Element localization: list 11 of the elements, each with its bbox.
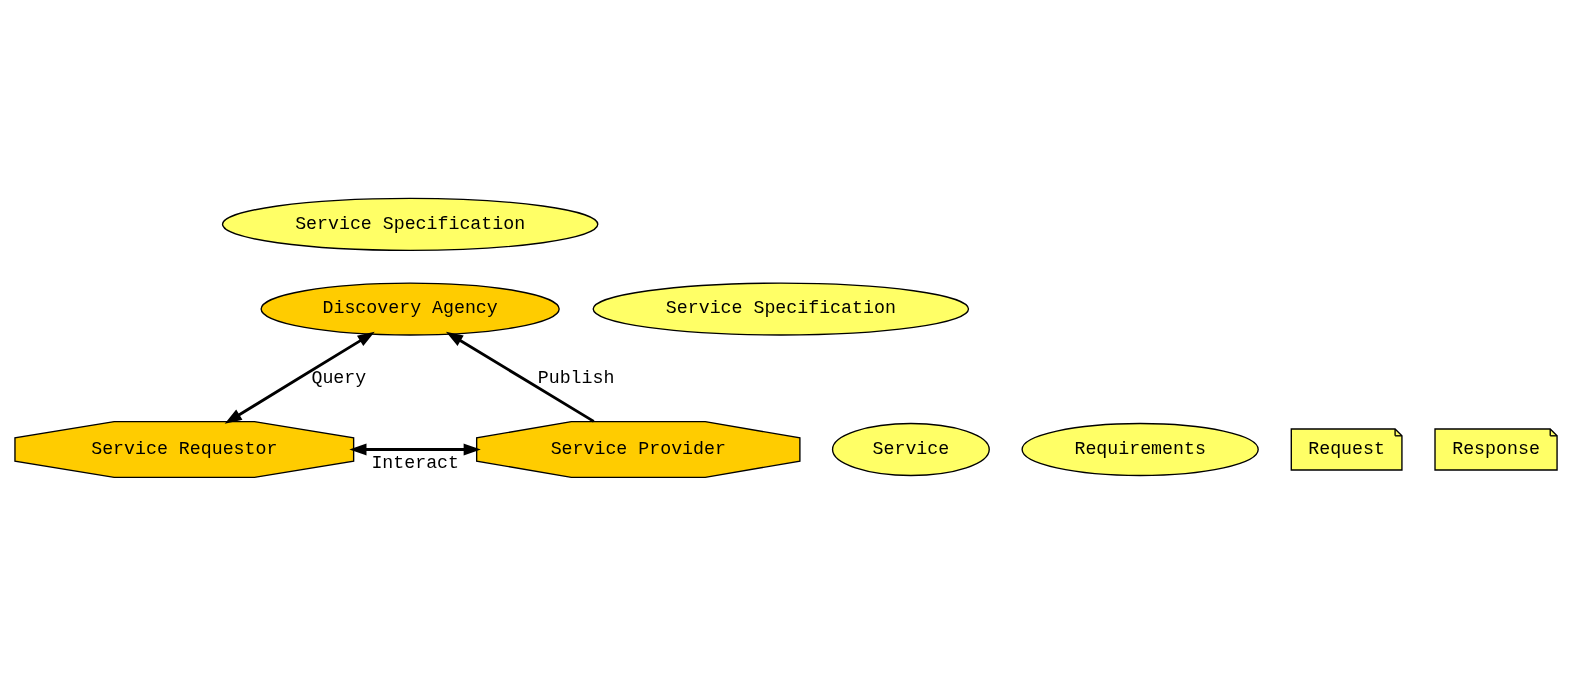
arrow (349, 443, 481, 456)
arrow (445, 331, 595, 423)
edge-label: Query (311, 367, 367, 388)
node-ellipse: Service (831, 422, 990, 477)
node-ellipse: Service Specification (221, 197, 599, 251)
edge-label: Publish (537, 367, 615, 388)
arrow (224, 331, 375, 424)
node-ellipse: Service Specification (592, 282, 970, 336)
node-ellipse: Discovery Agency (260, 282, 560, 336)
node-ellipse: Requirements (1021, 422, 1259, 477)
edge-label: Interact (371, 452, 460, 473)
